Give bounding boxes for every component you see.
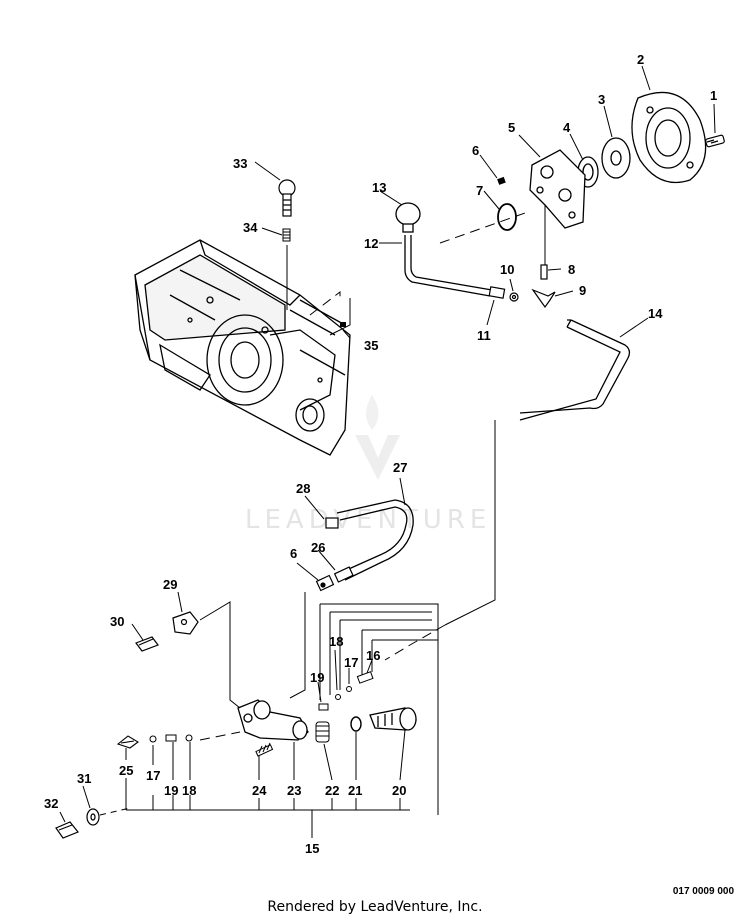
callout-31: 31 <box>77 771 91 786</box>
callout-5: 5 <box>508 120 515 135</box>
valve-part-16 <box>356 671 374 684</box>
fitting-part-11 <box>488 286 506 299</box>
spring-part-34 <box>282 228 291 242</box>
screw-part-33 <box>278 179 296 217</box>
callout-18-bottom: 18 <box>182 783 196 798</box>
callout-1: 1 <box>710 88 717 103</box>
callout-2: 2 <box>637 52 644 67</box>
callout-labels: 1 2 3 4 5 6 7 8 9 10 11 12 13 14 15 16 1… <box>44 52 717 856</box>
tip-part-25 <box>116 735 139 749</box>
callout-4: 4 <box>563 120 571 135</box>
connector-part-26 <box>333 566 354 583</box>
spring-part-22 <box>315 721 330 743</box>
callout-6-top: 6 <box>472 143 479 158</box>
watermark-text: LEADVENTURE <box>245 505 491 535</box>
callout-23: 23 <box>287 783 301 798</box>
screw-part-32 <box>55 821 79 839</box>
callout-16: 16 <box>366 648 380 663</box>
plunger-part-20 <box>369 707 417 731</box>
pin-part-8 <box>540 264 548 280</box>
filter-cap-part-13 <box>395 202 421 233</box>
washer-part-31 <box>86 808 100 826</box>
small-parts-17-18-19 <box>149 686 352 743</box>
callout-19-bottom: 19 <box>164 783 178 798</box>
callout-9: 9 <box>579 283 586 298</box>
callout-26: 26 <box>311 540 325 555</box>
pump-body-part-23 <box>237 699 309 741</box>
callout-30: 30 <box>110 614 124 629</box>
bolt-part-1 <box>705 134 725 148</box>
hose-part-14 <box>519 319 631 421</box>
callout-22: 22 <box>325 783 339 798</box>
callout-24: 24 <box>252 783 267 798</box>
pump-housing-part-5 <box>529 149 586 229</box>
callout-3: 3 <box>598 92 605 107</box>
nut-part-6-mid <box>315 574 335 592</box>
callout-8: 8 <box>568 262 575 277</box>
crankcase-housing <box>134 239 351 456</box>
callout-7: 7 <box>476 183 483 198</box>
hose-part-27 <box>336 499 414 581</box>
spring-part-24 <box>255 742 274 757</box>
callout-34: 34 <box>243 220 258 235</box>
callout-17-bottom: 17 <box>146 768 160 783</box>
callout-25: 25 <box>119 763 133 778</box>
callout-33: 33 <box>233 156 247 171</box>
callout-19-top: 19 <box>310 670 324 685</box>
washer-part-3 <box>601 137 631 179</box>
o-ring-part-21 <box>350 716 362 732</box>
callout-35: 35 <box>364 338 378 353</box>
callout-6-mid: 6 <box>290 546 297 561</box>
callout-21: 21 <box>348 783 362 798</box>
nut-part-6-top <box>497 176 506 185</box>
gasket-part-29 <box>172 611 199 635</box>
callout-27: 27 <box>393 460 407 475</box>
callout-13: 13 <box>372 180 386 195</box>
fitting-part-28 <box>325 517 339 529</box>
callout-18-top: 18 <box>329 634 343 649</box>
rendered-by-credit: Rendered by LeadVenture, Inc. <box>267 899 483 915</box>
callout-10: 10 <box>500 262 514 277</box>
callout-32: 32 <box>44 796 58 811</box>
nut-part-35 <box>340 322 346 327</box>
o-ring-part-7 <box>497 203 517 231</box>
callout-11: 11 <box>477 328 491 343</box>
oil-line-part-12 <box>404 235 493 297</box>
callout-14: 14 <box>648 306 663 321</box>
callout-15: 15 <box>305 841 319 856</box>
callout-28: 28 <box>296 481 310 496</box>
callout-20: 20 <box>392 783 406 798</box>
screw-part-30 <box>135 636 159 652</box>
watermark-logo <box>355 395 400 480</box>
washer-part-10 <box>509 292 519 302</box>
callout-29: 29 <box>163 577 177 592</box>
callout-17-top: 17 <box>344 655 358 670</box>
fitting-part-9 <box>531 288 556 309</box>
cover-plate <box>631 91 707 184</box>
diagram-code: 017 0009 000 <box>672 886 734 897</box>
callout-12: 12 <box>364 236 378 251</box>
leader-lines <box>59 65 716 838</box>
